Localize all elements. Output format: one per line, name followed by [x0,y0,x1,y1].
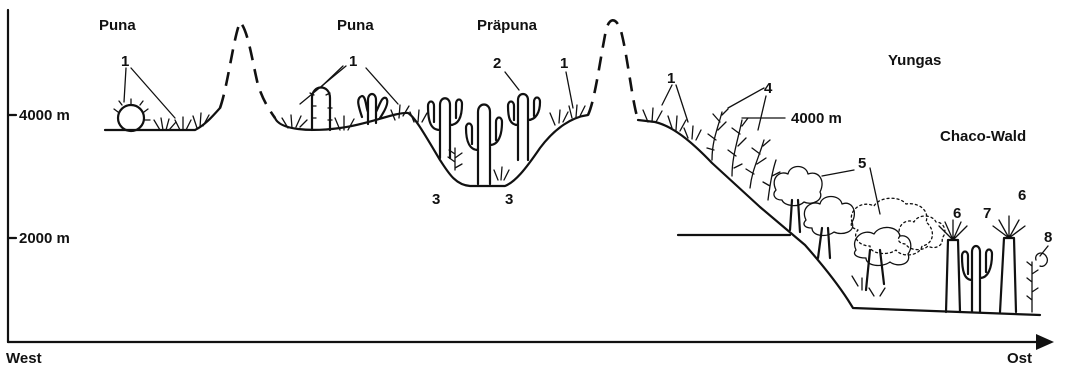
label-prapuna: Präpuna [477,17,538,34]
marker-8: 8 [1044,229,1052,246]
grass-tuft [494,167,509,180]
tree-trunk [866,250,884,290]
x-label-west: West [6,350,42,367]
peak-left-dashed [220,22,275,118]
shrub [448,148,462,170]
chaco-plants [939,216,1047,312]
yungas-trees [774,167,945,297]
shrub [728,118,748,176]
marker-1: 1 [349,53,357,70]
marker-2: 2 [493,55,501,72]
understory [852,276,885,296]
bottle-tree-crown [993,216,1025,238]
leader-1-prapuna [566,72,573,108]
candelabra-cactus [466,105,502,185]
grass-tuft [154,118,176,130]
branching-cactus [358,94,387,124]
label-yungas: Yungas [888,52,941,69]
label-puna-left: Puna [99,17,136,34]
marker-3: 3 [432,191,440,208]
puna-mid-plants [282,88,427,131]
marker-5: 5 [858,155,866,172]
leader-1-grass-mid [300,66,346,104]
x-axis-arrow [1036,334,1054,350]
bottle-tree-trunk [946,240,960,312]
leader-1-yungas-a [662,85,672,105]
marker-1: 1 [560,55,568,72]
leader-1-yungas-b [676,85,688,122]
cactus-spines [310,93,332,120]
shrub [707,109,728,160]
dotted-forest-canopy [851,198,932,255]
marker-3: 3 [505,191,513,208]
candelabra-cactus [508,94,540,160]
marker-6: 6 [1018,187,1026,204]
marker-1: 1 [121,53,129,70]
tree-crown [854,227,910,265]
marker-6: 6 [953,205,961,222]
label-puna-mid: Puna [337,17,374,34]
x-label-ost: Ost [1007,350,1032,367]
chaco-shrub [1027,262,1038,312]
shrub [763,160,780,200]
marker-4: 4 [764,80,773,97]
puna-left-plants [114,99,209,131]
marker-7: 7 [983,205,991,222]
leader-1-grass [131,68,175,118]
bottle-tree-trunk [1000,238,1016,312]
tree-trunk [818,228,830,258]
prapuna-plants [428,94,585,184]
peak-right-dashed [588,20,638,120]
y-label-4000: 4000 m [19,107,70,124]
leader-5-a [822,170,854,176]
numeric-markers: 1 1 2 1 1 4 3 3 5 6 7 6 8 [121,53,1052,246]
label-inline-4000: 4000 m [791,110,842,127]
leader-1-cushion [124,68,126,102]
y-label-2000: 2000 m [19,230,70,247]
leader-4-a [728,88,764,108]
label-chaco-wald: Chaco-Wald [940,128,1026,145]
shrub [746,140,770,188]
chaco-cactus [962,246,992,312]
grass-tuft [684,126,701,140]
leader-5-b [870,168,880,214]
cushion-cactus [118,105,144,131]
dotted-forest-canopy [898,216,944,250]
grass-tuft [175,117,191,130]
leader-2 [505,72,519,90]
leader-4-b [758,96,766,130]
marker-1: 1 [667,70,675,87]
